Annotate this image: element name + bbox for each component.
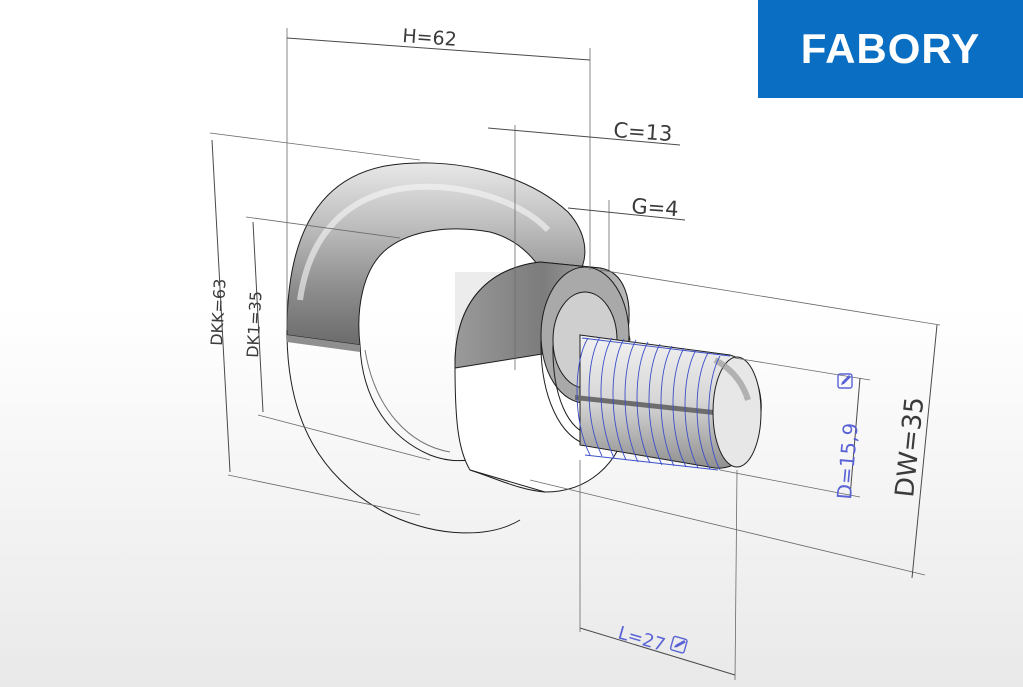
dim-d-editable[interactable]: D=15,9 <box>832 373 863 501</box>
dim-label-h: H=62 <box>402 25 458 51</box>
dim-l-editable[interactable]: L=27 <box>616 623 688 656</box>
fabory-logo: FABORY <box>758 0 1023 98</box>
dimension-geometry <box>209 28 941 681</box>
dim-label-c: C=13 <box>613 118 674 146</box>
brand-name: FABORY <box>800 25 981 72</box>
dim-label-dkk: DKK=63 <box>207 278 229 346</box>
threaded-shaft <box>575 334 762 471</box>
dim-label-l[interactable]: L=27 <box>616 623 668 656</box>
section-cut <box>287 335 360 352</box>
dim-label-dw: DW=35 <box>890 396 930 499</box>
dim-label-g: G=4 <box>631 194 680 221</box>
pencil-edit-icon[interactable] <box>669 635 688 654</box>
dim-label-dk1: DK1=35 <box>243 291 265 359</box>
dim-label-d[interactable]: D=15,9 <box>832 422 863 501</box>
shaft-end-face <box>712 356 762 468</box>
thread-lines <box>576 336 731 471</box>
pencil-edit-icon[interactable] <box>837 373 853 389</box>
